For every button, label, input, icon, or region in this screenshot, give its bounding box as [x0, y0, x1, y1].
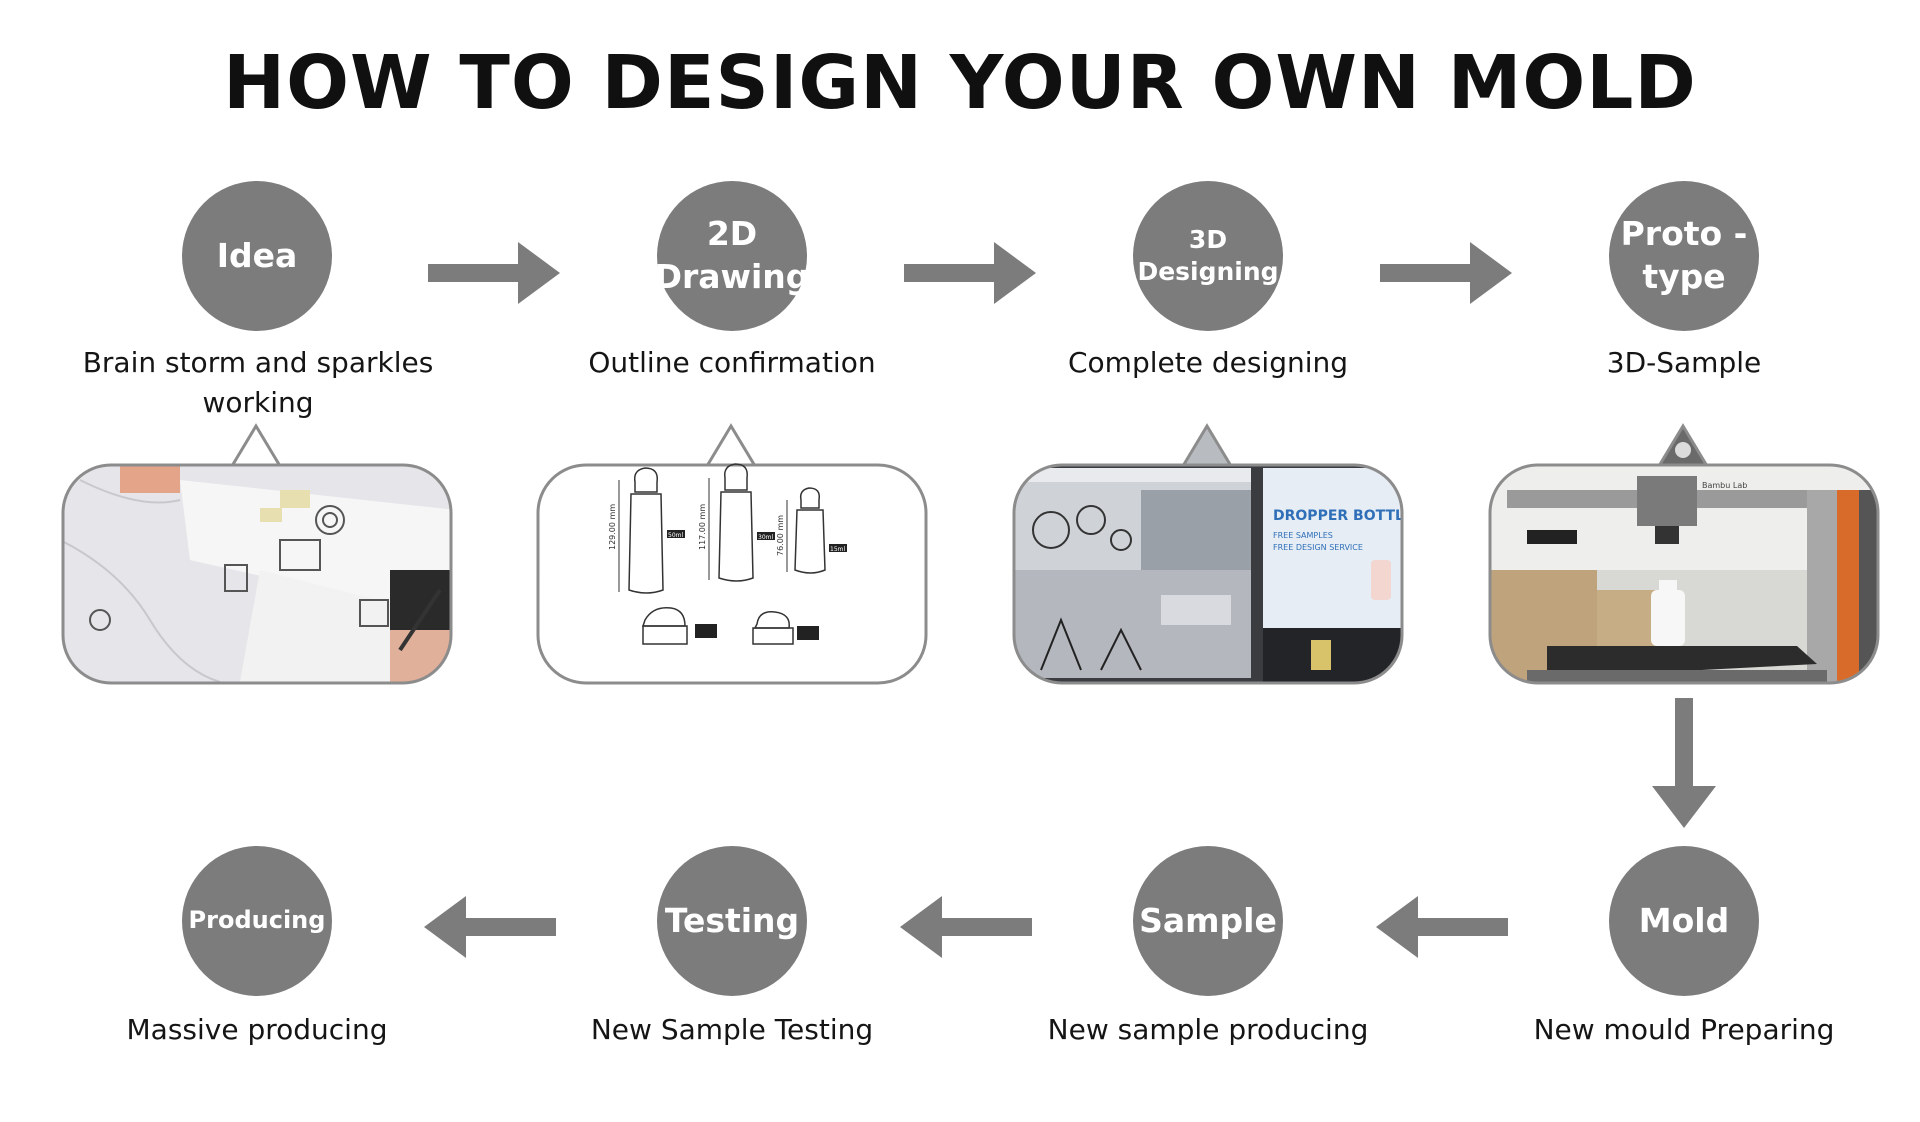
step-testing-label: Testing [664, 900, 800, 940]
step-testing-caption: New Sample Testing [590, 1013, 874, 1046]
step-sample-circle: Sample [1133, 846, 1283, 996]
screen-line-3: FREE DESIGN SERVICE [1273, 543, 1363, 552]
step-mold-label: Mold [1638, 900, 1730, 940]
drawing-photo: 129.00 mm 50ml 117.00 mm 30ml 76.00 mm 1… [535, 420, 931, 686]
arrow-right-2 [904, 242, 1036, 304]
drawing-dim-1: 129.00 mm [608, 504, 617, 550]
drawing-dim-2: 117.00 mm [698, 504, 707, 550]
drawing-cap-2: 30ml [758, 534, 773, 541]
prototype-photo: Bambu Lab [1487, 420, 1883, 686]
step-prototype-circle: Proto - type [1609, 181, 1759, 331]
step-idea-label: Idea [216, 235, 298, 275]
designing-photo: DROPPER BOTTLE FREE SAMPLES FREE DESIGN … [1011, 420, 1407, 686]
step-2d-drawing-caption: Outline confirmation [588, 346, 876, 379]
drawing-dim-3: 76.00 mm [776, 515, 785, 556]
screen-headline: DROPPER BOTTLE [1273, 508, 1407, 524]
step-testing-circle: Testing [657, 846, 807, 996]
arrow-left-3 [424, 896, 556, 958]
idea-photo [60, 420, 456, 686]
step-2d-drawing-label-line1: 2D [706, 214, 758, 254]
step-producing-label: Producing [188, 906, 326, 935]
step-3d-designing-label-line2: Designing [1137, 257, 1279, 286]
step-2d-drawing-circle: 2D Drawing [654, 181, 810, 331]
printer-brand: Bambu Lab [1702, 481, 1747, 490]
step-sample-caption: New sample producing [1047, 1013, 1369, 1046]
step-2d-drawing-label-line2: Drawing [654, 257, 810, 296]
step-producing-circle: Producing [182, 846, 332, 996]
step-sample-label: Sample [1139, 900, 1277, 940]
arrow-left-1 [1376, 896, 1508, 958]
arrow-left-2 [900, 896, 1032, 958]
step-3d-designing-caption: Complete designing [1067, 346, 1349, 379]
arrow-right-3 [1380, 242, 1512, 304]
page-title: HOW TO DESIGN YOUR OWN MOLD [223, 40, 1697, 126]
step-prototype-label-line1: Proto - [1620, 214, 1748, 254]
step-mold-circle: Mold [1609, 846, 1759, 996]
step-3d-designing-circle: 3D Designing [1133, 181, 1283, 331]
step-prototype-caption: 3D-Sample [1606, 346, 1762, 379]
step-3d-designing-label-line1: 3D [1188, 224, 1228, 254]
drawing-cap-1: 50ml [668, 532, 683, 539]
step-prototype-label-line2: type [1642, 257, 1726, 296]
arrow-right-1 [428, 242, 560, 304]
screen-line-2: FREE SAMPLES [1273, 531, 1333, 540]
step-producing-caption: Massive producing [126, 1013, 388, 1046]
drawing-cap-3: 15ml [830, 546, 845, 553]
step-mold-caption: New mould Preparing [1533, 1013, 1835, 1046]
step-idea-caption: Brain storm and sparkles working [82, 346, 434, 419]
arrow-down [1652, 698, 1716, 828]
step-idea-circle: Idea [182, 181, 332, 331]
